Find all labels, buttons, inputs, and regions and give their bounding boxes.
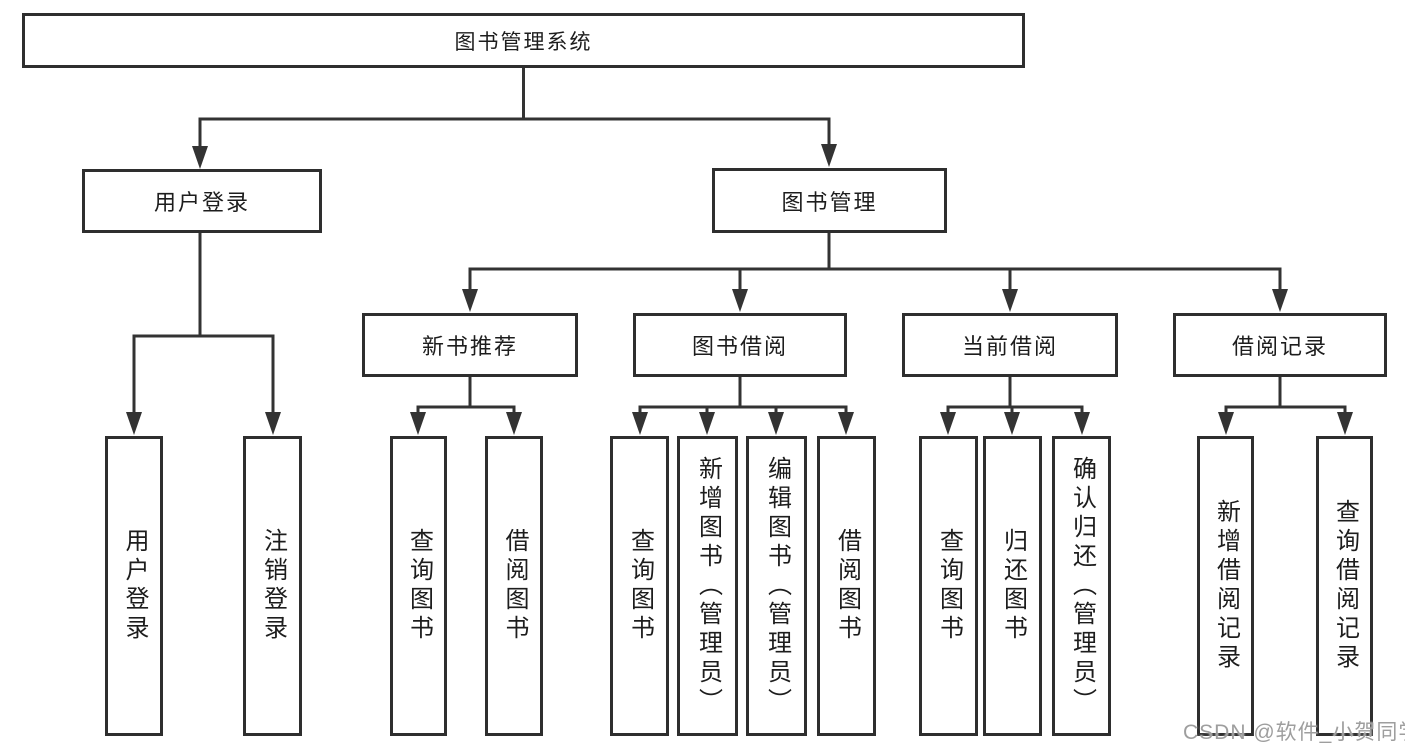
leaf-query-borrow-record: 查询借阅记录: [1316, 436, 1373, 736]
node-borrowing-records-label: 借阅记录: [1231, 334, 1328, 359]
leaf-add-books-admin: 新增图书（管理员）: [677, 436, 738, 736]
node-book-management-label: 图书管理: [781, 189, 878, 215]
node-current-borrowing-label: 当前借阅: [961, 334, 1058, 359]
node-new-book-recommend: 新书推荐: [362, 313, 578, 377]
node-user-login-label: 用户登录: [153, 190, 250, 215]
node-new-book-recommend-label: 新书推荐: [421, 334, 518, 359]
node-user-login: 用户登录: [82, 169, 322, 233]
leaf-query-books-borrowing: 查询图书: [610, 436, 669, 736]
node-borrowing-records: 借阅记录: [1173, 313, 1387, 377]
leaf-add-borrow-record: 新增借阅记录: [1197, 436, 1254, 736]
leaf-logout: 注销登录: [243, 436, 302, 736]
leaf-user-login: 用户登录: [105, 436, 163, 736]
leaf-borrow-books-recommend: 借阅图书: [485, 436, 543, 736]
node-root: 图书管理系统: [22, 13, 1025, 68]
node-root-label: 图书管理系统: [454, 30, 593, 54]
node-current-borrowing: 当前借阅: [902, 313, 1118, 377]
node-book-management: 图书管理: [712, 168, 947, 233]
leaf-confirm-return-admin: 确认归还（管理员）: [1052, 436, 1111, 736]
watermark: CSDN @软件_小贺同学: [1183, 721, 1405, 744]
leaf-query-books-current: 查询图书: [919, 436, 978, 736]
node-book-borrowing: 图书借阅: [633, 313, 847, 377]
node-book-borrowing-label: 图书借阅: [691, 334, 788, 359]
leaf-borrow-books: 借阅图书: [817, 436, 876, 736]
leaf-edit-books-admin: 编辑图书（管理员）: [746, 436, 807, 736]
leaf-return-books: 归还图书: [983, 436, 1042, 736]
leaf-query-books-recommend: 查询图书: [390, 436, 447, 736]
